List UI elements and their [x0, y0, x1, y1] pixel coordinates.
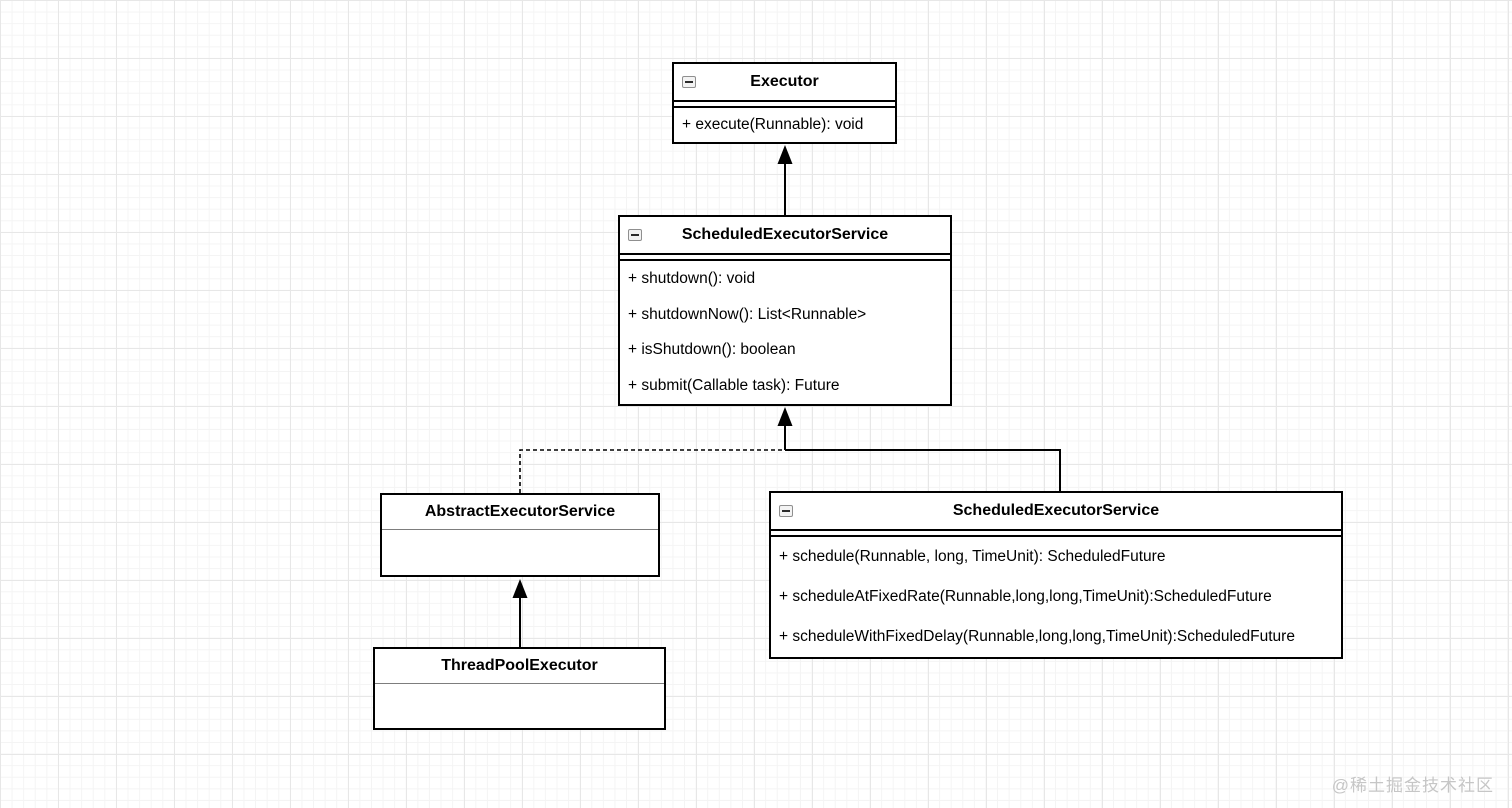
- class-title: ScheduledExecutorService: [952, 502, 1160, 519]
- class-header: ScheduledExecutorService: [620, 217, 950, 253]
- class-header: AbstractExecutorService: [382, 495, 658, 529]
- class-thread-pool-executor[interactable]: ThreadPoolExecutor: [373, 647, 666, 730]
- class-scheduled-executor-service-right[interactable]: ScheduledExecutorService + schedule(Runn…: [769, 491, 1343, 659]
- class-body: [382, 530, 658, 575]
- watermark: @稀土掘金技术社区: [1331, 776, 1494, 795]
- method-row: + scheduleWithFixedDelay(Runnable,long,l…: [779, 628, 1295, 645]
- method-row: + submit(Callable task): Future: [628, 377, 840, 395]
- collapse-icon[interactable]: [682, 76, 696, 88]
- title-separator: [771, 529, 1341, 537]
- class-abstract-executor-service[interactable]: AbstractExecutorService: [380, 493, 660, 577]
- class-body: + shutdown(): void + shutdownNow(): List…: [620, 261, 950, 404]
- class-title: Executor: [750, 73, 819, 90]
- collapse-icon[interactable]: [628, 229, 642, 241]
- method-row: + execute(Runnable): void: [682, 116, 864, 133]
- method-row: + shutdownNow(): List<Runnable>: [628, 305, 867, 323]
- class-header: ScheduledExecutorService: [771, 493, 1341, 529]
- class-header: Executor: [674, 64, 895, 100]
- title-separator: [375, 683, 664, 684]
- class-scheduled-executor-service-middle[interactable]: ScheduledExecutorService + shutdown(): v…: [618, 215, 952, 406]
- collapse-icon[interactable]: [779, 505, 793, 517]
- method-row: + isShutdown(): boolean: [628, 341, 796, 359]
- class-executor[interactable]: Executor + execute(Runnable): void: [672, 62, 897, 144]
- class-title: ThreadPoolExecutor: [441, 657, 598, 674]
- class-body: + schedule(Runnable, long, TimeUnit): Sc…: [771, 537, 1341, 657]
- edge-middle-to-executor[interactable]: [777, 145, 793, 215]
- title-separator: [620, 253, 950, 261]
- method-row: + scheduleAtFixedRate(Runnable,long,long…: [779, 588, 1272, 605]
- edge-threadpool-to-abstract[interactable]: [512, 579, 528, 647]
- class-header: ThreadPoolExecutor: [375, 649, 664, 683]
- class-body: [375, 684, 664, 728]
- method-row: + schedule(Runnable, long, TimeUnit): Sc…: [779, 548, 1166, 565]
- edge-abstract-to-middle-dashed[interactable]: [519, 449, 785, 493]
- title-separator: [382, 529, 658, 530]
- class-body: + execute(Runnable): void: [674, 108, 895, 142]
- class-title: AbstractExecutorService: [424, 503, 616, 520]
- title-separator: [674, 100, 895, 108]
- method-row: + shutdown(): void: [628, 269, 756, 287]
- edge-scheduled-to-middle[interactable]: [777, 407, 1061, 491]
- class-title: ScheduledExecutorService: [681, 226, 889, 243]
